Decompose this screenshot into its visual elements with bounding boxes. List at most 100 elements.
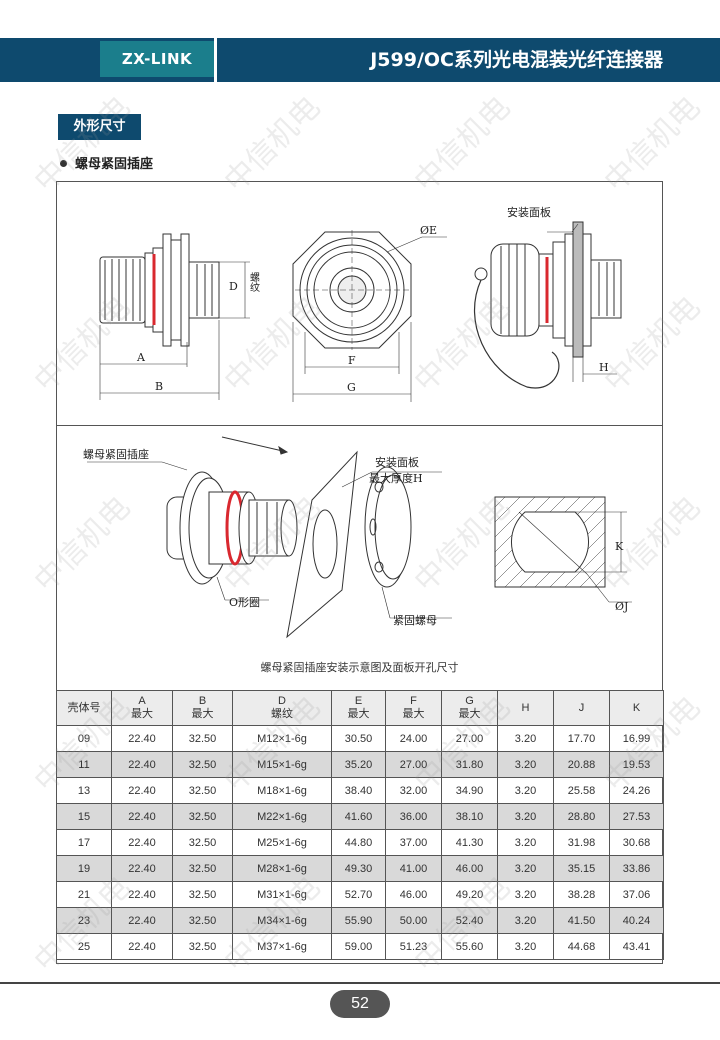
table-cell: 3.20 bbox=[497, 725, 554, 752]
table-cell: 21 bbox=[56, 881, 112, 908]
table-cell: M34×1-6g bbox=[232, 907, 332, 934]
table-cell: 28.80 bbox=[553, 803, 610, 830]
header-top-text: D bbox=[278, 695, 286, 707]
page-title: J599/OC系列光电混装光纤连接器 bbox=[370, 49, 663, 71]
label-E: ØE bbox=[420, 224, 437, 237]
table-header-cell: 壳体号 bbox=[56, 690, 112, 726]
header-top-text: H bbox=[521, 701, 530, 714]
table-cell: 32.50 bbox=[172, 751, 233, 778]
label-A: A bbox=[136, 351, 146, 364]
label-oring: O形圈 bbox=[229, 596, 260, 609]
table-cell: 22.40 bbox=[111, 933, 173, 960]
table-cell: 46.00 bbox=[385, 881, 442, 908]
header-top-text: 壳体号 bbox=[67, 701, 101, 714]
label-G: G bbox=[347, 381, 356, 394]
table-cell: 35.20 bbox=[331, 751, 386, 778]
table-cell: 09 bbox=[56, 725, 112, 752]
table-cell: 32.50 bbox=[172, 803, 233, 830]
table-header-cell: J bbox=[553, 690, 610, 726]
header-bottom-text: 最大 bbox=[347, 708, 370, 720]
footer-line bbox=[0, 982, 720, 984]
label-F: F bbox=[348, 354, 356, 367]
table-cell: 52.40 bbox=[441, 907, 498, 934]
table-cell: 25.58 bbox=[553, 777, 610, 804]
table-cell: 49.20 bbox=[441, 881, 498, 908]
table-cell: 41.50 bbox=[553, 907, 610, 934]
front-view bbox=[292, 230, 447, 402]
table-cell: 22.40 bbox=[111, 803, 173, 830]
technical-drawing: A B D 螺纹 ØE F G 安装面板 H 螺母紧固插座 安装面板 最大厚度H… bbox=[83, 205, 632, 639]
table-cell: 55.60 bbox=[441, 933, 498, 960]
table-cell: M15×1-6g bbox=[232, 751, 332, 778]
table-cell: 44.68 bbox=[553, 933, 610, 960]
install-view bbox=[87, 436, 452, 639]
mounted-view bbox=[473, 221, 622, 389]
label-D: D bbox=[229, 280, 238, 293]
table-cell: 32.50 bbox=[172, 855, 233, 882]
table-cell: M22×1-6g bbox=[232, 803, 332, 830]
bullet-icon bbox=[60, 160, 67, 167]
table-cell: 44.80 bbox=[331, 829, 386, 856]
table-cell: M31×1-6g bbox=[232, 881, 332, 908]
label-panel: 安装面板 bbox=[507, 205, 551, 219]
header-bottom-text: 螺纹 bbox=[271, 708, 293, 720]
header-bottom-text: 最大 bbox=[402, 708, 425, 720]
header-top-text: A bbox=[138, 695, 146, 707]
table-cell: M12×1-6g bbox=[232, 725, 332, 752]
table-cell: 22.40 bbox=[111, 829, 173, 856]
table-cell: 32.50 bbox=[172, 777, 233, 804]
table-cell: 20.88 bbox=[553, 751, 610, 778]
label-B: B bbox=[155, 380, 163, 393]
table-cell: 38.40 bbox=[331, 777, 386, 804]
drawing-frame bbox=[56, 181, 663, 964]
table-cell: 16.99 bbox=[609, 725, 664, 752]
table-cell: 50.00 bbox=[385, 907, 442, 934]
table-cell: 3.20 bbox=[497, 751, 554, 778]
header-divider bbox=[214, 38, 217, 82]
bullet-heading: 螺母紧固插座 bbox=[60, 153, 153, 172]
table-cell: 13 bbox=[56, 777, 112, 804]
header-top-text: F bbox=[410, 695, 417, 707]
header-bottom-text: 最大 bbox=[191, 708, 214, 720]
table-cell: 32.50 bbox=[172, 933, 233, 960]
table-cell: 41.60 bbox=[331, 803, 386, 830]
table-cell: 49.30 bbox=[331, 855, 386, 882]
table-cell: 3.20 bbox=[497, 881, 554, 908]
header-top-text: K bbox=[632, 701, 641, 714]
header-top-text: B bbox=[198, 695, 207, 707]
brand-label: ZX-LINK bbox=[100, 41, 214, 77]
frame-divider bbox=[56, 425, 663, 426]
table-cell: 55.90 bbox=[331, 907, 386, 934]
table-cell: 17 bbox=[56, 829, 112, 856]
table-cell: M37×1-6g bbox=[232, 933, 332, 960]
table-cell: 22.40 bbox=[111, 881, 173, 908]
header-bottom-text: 最大 bbox=[131, 708, 153, 720]
label-thread: 螺纹 bbox=[248, 272, 260, 293]
table-cell: M25×1-6g bbox=[232, 829, 332, 856]
label-panel2: 安装面板 bbox=[375, 455, 419, 469]
table-cell: 31.80 bbox=[441, 751, 498, 778]
table-cell: 32.50 bbox=[172, 829, 233, 856]
table-cell: 3.20 bbox=[497, 803, 554, 830]
table-cell: 32.00 bbox=[385, 777, 442, 804]
table-cell: 32.50 bbox=[172, 907, 233, 934]
table-cell: 37.06 bbox=[609, 881, 664, 908]
table-cell: 24.26 bbox=[609, 777, 664, 804]
label-max-thickness: 最大厚度H bbox=[369, 471, 423, 485]
table-header-cell: H bbox=[497, 690, 554, 726]
table-cell: M28×1-6g bbox=[232, 855, 332, 882]
table-cell: 33.86 bbox=[609, 855, 664, 882]
section-tag: 外形尺寸 bbox=[58, 114, 141, 140]
label-nut: 紧固螺母 bbox=[393, 614, 437, 627]
